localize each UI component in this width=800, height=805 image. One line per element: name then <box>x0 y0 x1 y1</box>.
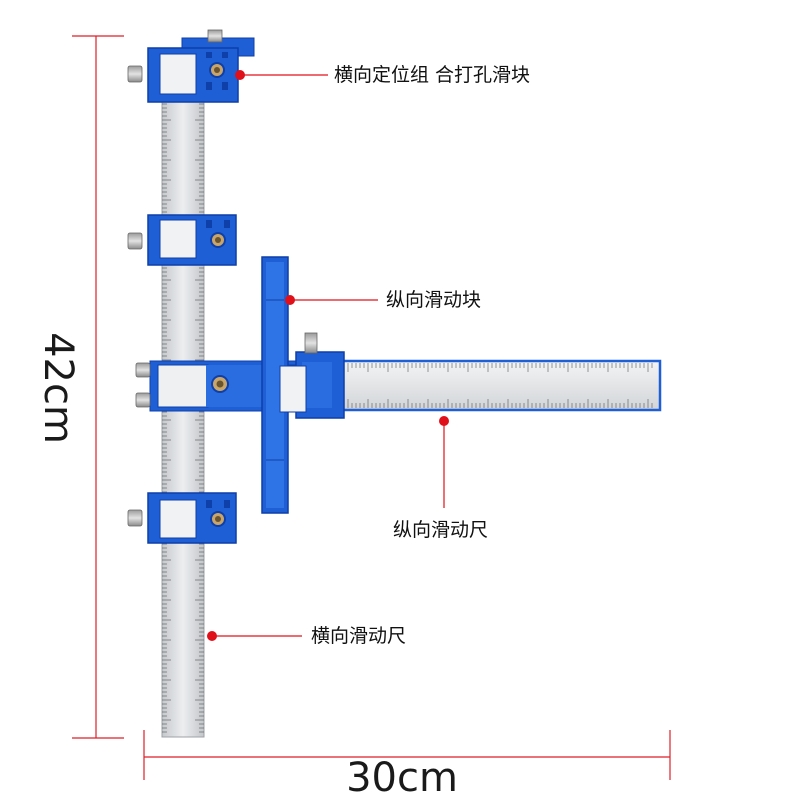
horizontal-ruler-ticks <box>347 363 653 408</box>
callout-horizontal-ruler: 横向滑动尺 <box>311 625 407 647</box>
width-dimension-label: 30cm <box>346 755 458 801</box>
adjust-screws <box>127 65 151 527</box>
callout-markers <box>207 70 449 641</box>
vertical-sliding-ruler <box>328 359 662 412</box>
upper-locating-slider <box>147 214 237 266</box>
callout-top-slider: 横向定位组 合打孔滑块 <box>334 64 531 86</box>
marker-vertical-ruler <box>439 416 449 426</box>
top-drilling-slider <box>147 29 255 103</box>
height-dimension-line <box>72 35 124 739</box>
marker-horizontal-ruler <box>207 631 217 641</box>
callout-vertical-ruler: 纵向滑动尺 <box>393 519 489 541</box>
vertical-sliding-block <box>261 256 345 514</box>
marker-vertical-block <box>285 295 295 305</box>
width-dimension-line <box>143 730 671 780</box>
callout-vertical-block: 纵向滑动块 <box>386 289 482 311</box>
marker-top-slider <box>235 70 245 80</box>
callout-leaders <box>212 74 445 637</box>
horizontal-sliding-ruler <box>161 94 205 738</box>
lower-locating-slider <box>147 492 237 544</box>
height-dimension-label: 42cm <box>35 332 81 444</box>
